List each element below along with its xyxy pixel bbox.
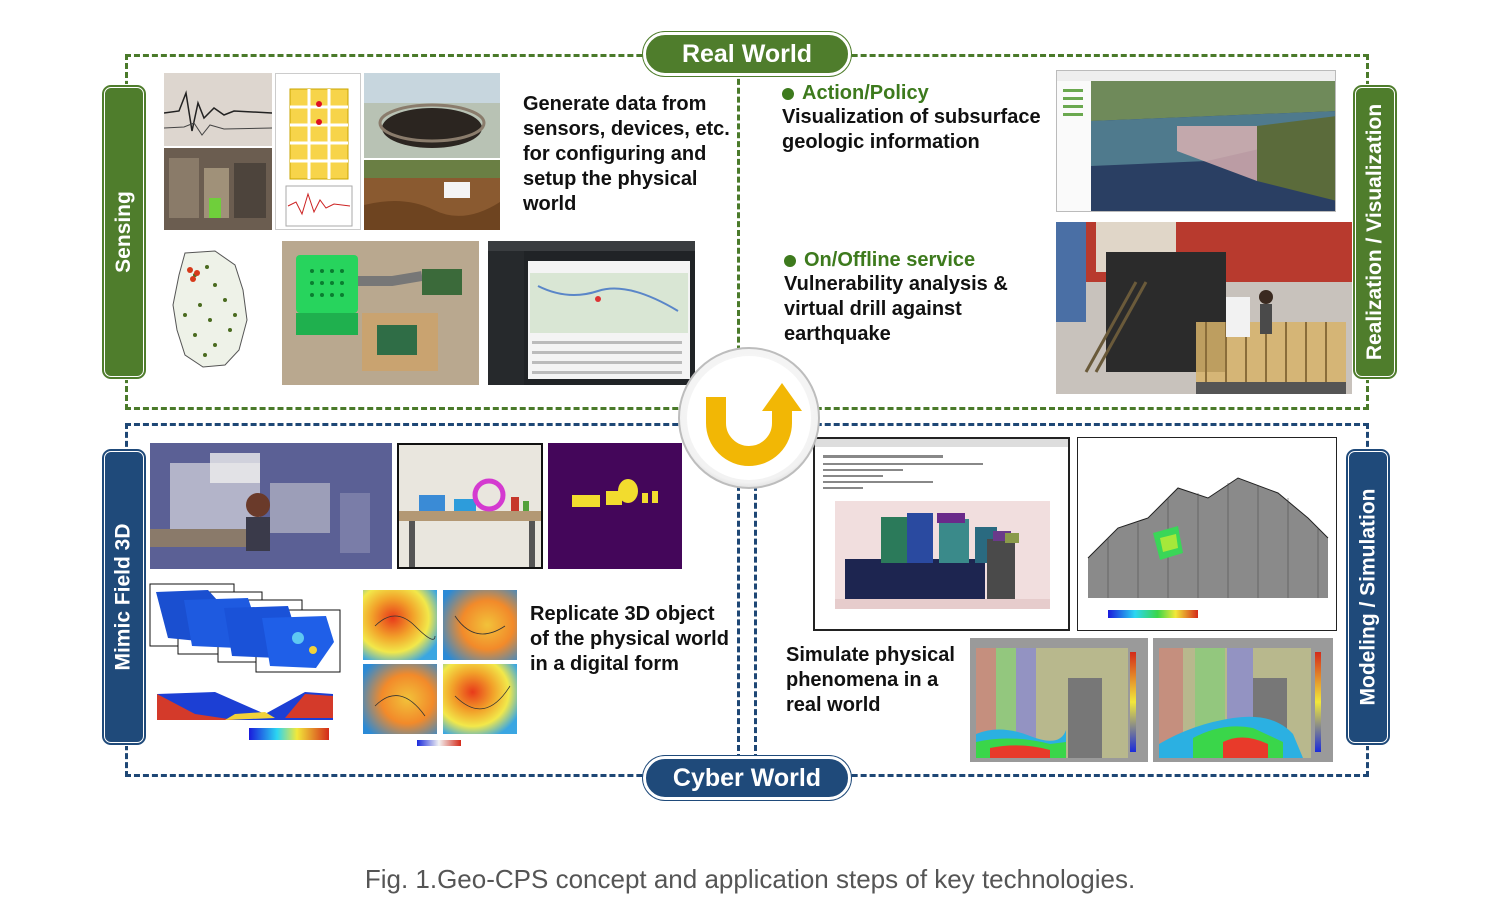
modeling-label: Modeling / Simulation (1356, 488, 1379, 706)
action-policy-block: Action/Policy Visualization of subsurfac… (782, 82, 1052, 155)
segmentation-mask (548, 443, 682, 569)
vr-drill-photo (1056, 222, 1352, 394)
action-policy-line: Visualization of subsurface (782, 106, 1041, 128)
building-diagram (275, 73, 361, 230)
service-line: Vulnerability analysis & (784, 273, 1008, 295)
modeling-side-label: Modeling / Simulation (1345, 448, 1391, 746)
bullet-icon (784, 254, 796, 267)
modeling-line: phenomena in a (786, 669, 939, 691)
stacked-hazard-maps (148, 582, 344, 678)
real-world-banner: Real World (643, 32, 851, 76)
modeling-line: real world (786, 694, 881, 716)
sensing-label: Sensing (112, 191, 135, 273)
sensing-description: Generate data from sensors, devices, etc… (523, 92, 733, 217)
mimic-line: of the physical world (530, 628, 729, 650)
cyber-world-divider-left (737, 440, 740, 760)
lab-interior-photo (164, 148, 272, 230)
action-policy-line: geologic information (782, 131, 980, 153)
sensing-side-label: Sensing (101, 84, 147, 380)
cyber-world-banner: Cyber World (643, 756, 851, 800)
point-cloud-scan (150, 443, 392, 569)
sensing-line: Generate data from (523, 93, 707, 115)
cycle-arrow-icon (676, 345, 822, 491)
simulation-panel-left (970, 638, 1148, 762)
cyber-world-divider-right (754, 440, 757, 760)
realization-label: Realization / Visualization (1363, 103, 1386, 361)
mimic-line: Replicate 3D object (530, 603, 715, 625)
sensing-line: world (523, 193, 577, 215)
figure-caption: Fig. 1.Geo-CPS concept and application s… (364, 864, 1136, 894)
monitoring-dashboard-screenshot (488, 241, 695, 385)
terrain-mesh-model (1077, 437, 1337, 631)
sensor-map (155, 245, 273, 383)
soil-field-photo (364, 160, 500, 230)
polyhedron-visualizer-screenshot (813, 437, 1070, 631)
modeling-description: Simulate physical phenomena in a real wo… (786, 643, 966, 718)
simulation-panel-right (1153, 638, 1333, 762)
service-line: earthquake (784, 323, 891, 345)
service-title: On/Offline service (784, 249, 1054, 272)
cross-section-model (155, 684, 335, 744)
mimic-side-label: Mimic Field 3D (101, 448, 147, 746)
sensor-device-photo (282, 241, 479, 385)
sensing-line: for configuring and (523, 143, 707, 165)
mimic-label: Mimic Field 3D (112, 523, 135, 671)
sinkhole-photo (364, 73, 500, 158)
modeling-line: Simulate physical (786, 644, 955, 666)
real-world-divider (737, 70, 740, 396)
action-policy-title: Action/Policy (782, 82, 1052, 105)
service-label: On/Offline service (804, 249, 976, 271)
desk-objects-photo (397, 443, 543, 569)
mimic-line: in a digital form (530, 653, 679, 675)
contour-map-grid (355, 586, 523, 754)
seismograph-photo (164, 73, 272, 146)
service-block: On/Offline service Vulnerability analysi… (784, 249, 1054, 347)
bullet-icon (782, 87, 794, 100)
geologic-viewer-screenshot (1056, 70, 1336, 212)
realization-side-label: Realization / Visualization (1352, 84, 1398, 380)
sensing-line: sensors, devices, etc. (523, 118, 730, 140)
action-policy-label: Action/Policy (802, 82, 929, 104)
sensing-line: setup the physical (523, 168, 698, 190)
service-line: virtual drill against (784, 298, 962, 320)
mimic-description: Replicate 3D object of the physical worl… (530, 602, 735, 677)
